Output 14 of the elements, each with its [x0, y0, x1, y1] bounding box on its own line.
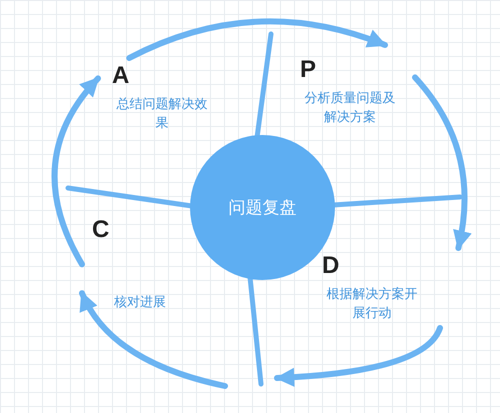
cycle-arrow — [126, 18, 388, 61]
phase-description: 根据解决方案开展行动 — [326, 286, 418, 323]
phase-description: 核对进展 — [113, 294, 167, 312]
phase-letter: C — [92, 216, 110, 244]
phase-description: 分析质量问题及解决方案 — [304, 90, 396, 127]
cycle-arrow — [274, 325, 443, 387]
cycle-arrow — [79, 290, 228, 389]
center-label: 问题复盘 — [228, 197, 296, 219]
phase-letter: A — [112, 62, 130, 90]
cycle-arrow — [52, 75, 101, 268]
phase-description: 总结问题解决效果 — [116, 96, 208, 133]
cycle-arrow — [412, 74, 472, 251]
phase-letter: D — [322, 252, 340, 280]
phase-letter: P — [300, 56, 316, 84]
